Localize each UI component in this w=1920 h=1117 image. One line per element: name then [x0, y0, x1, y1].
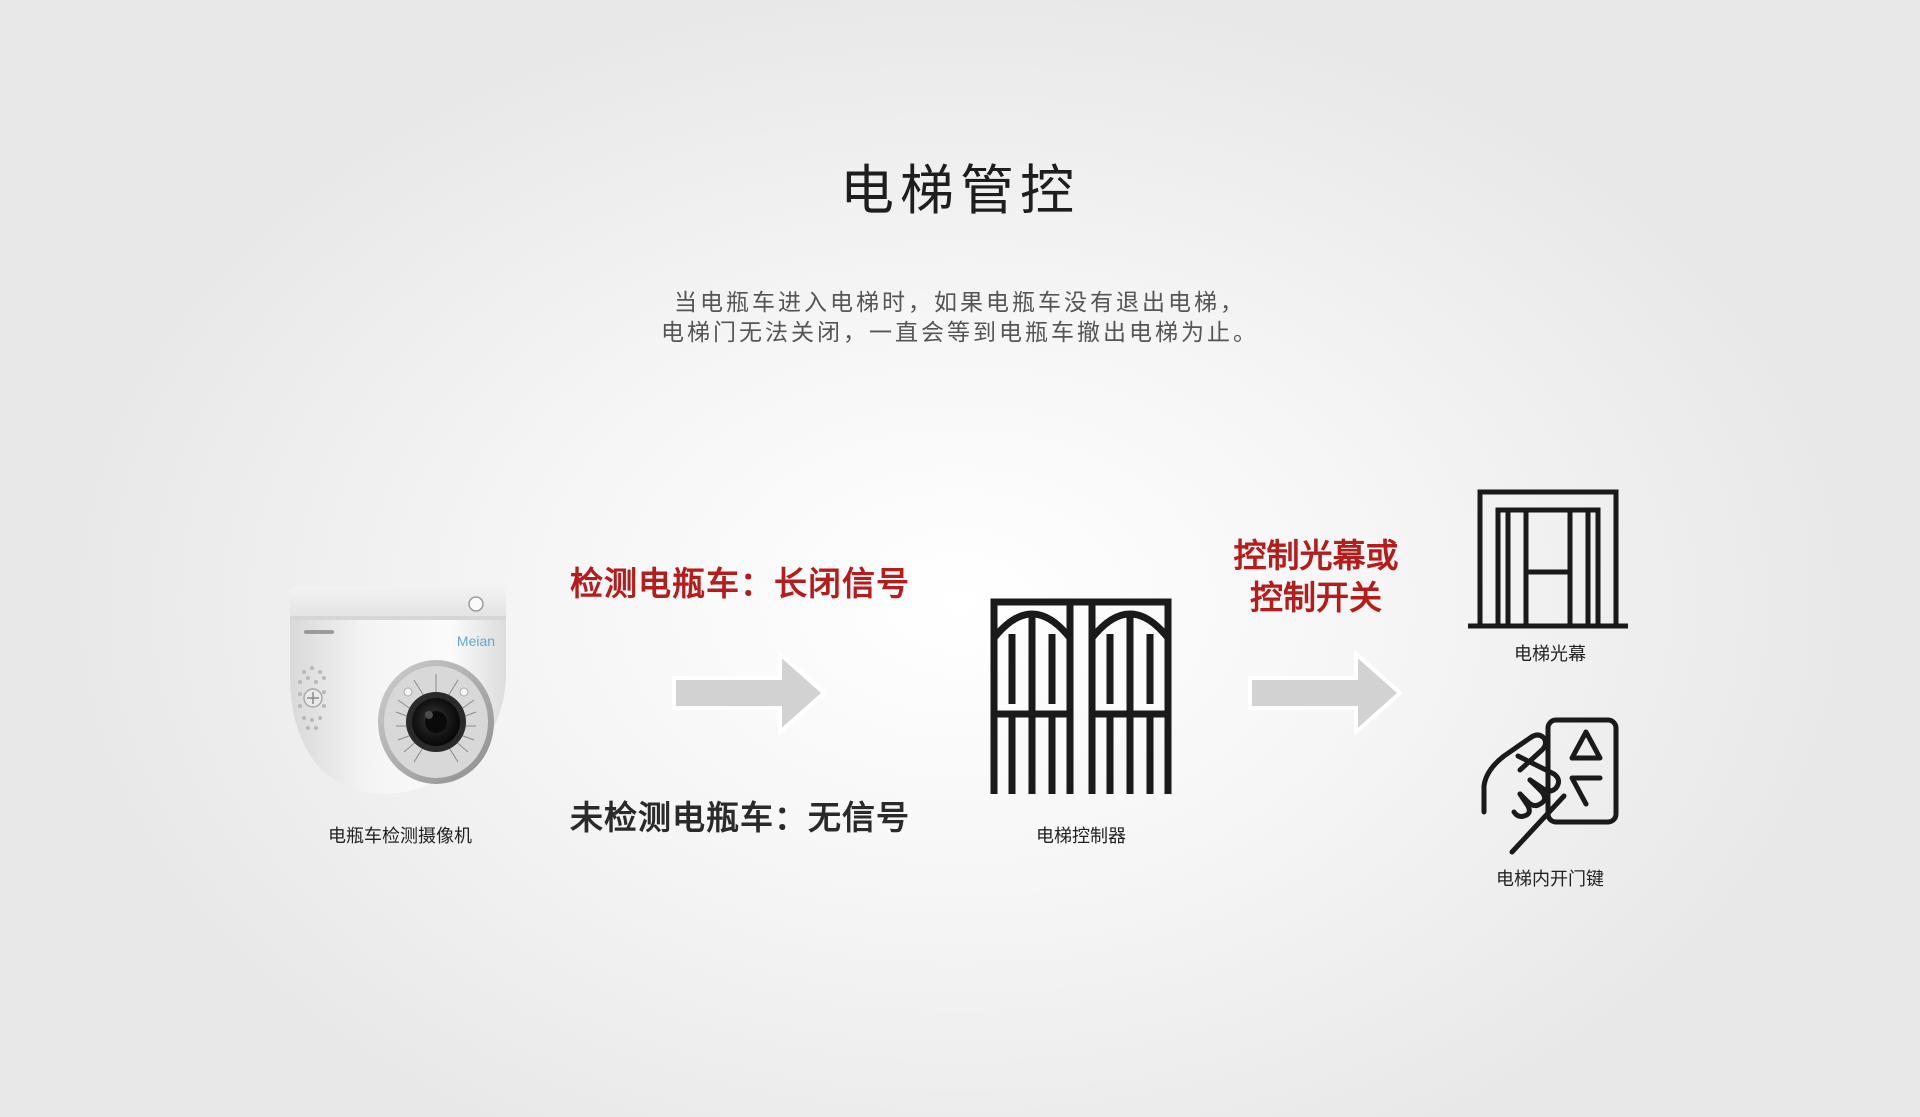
arrow-right-icon [668, 648, 830, 738]
camera-brand-logo: Meian [457, 633, 495, 649]
dome-camera-image: Meian [286, 580, 510, 804]
signal-detected-label: 检测电瓶车：长闭信号 [570, 564, 910, 603]
camera-caption: 电瓶车检测摄像机 [328, 826, 472, 847]
description-line-2: 电梯门无法关闭，一直会等到电瓶车撤出电梯为止。 [661, 320, 1259, 346]
open-button-caption: 电梯内开门键 [1496, 869, 1604, 890]
description-line-1: 当电瓶车进入电梯时，如果电瓶车没有退出电梯， [674, 290, 1246, 316]
control-action-line-2: 控制开关 [1250, 578, 1382, 617]
door-open-button-icon [1481, 716, 1622, 856]
description: 当电瓶车进入电梯时，如果电瓶车没有退出电梯， 电梯门无法关闭，一直会等到电瓶车撤… [0, 288, 1920, 348]
control-action-line-1: 控制光幕或 [1233, 536, 1399, 575]
elevator-controller-icon [988, 594, 1174, 794]
controller-caption: 电梯控制器 [1036, 826, 1126, 847]
arrow-right-icon [1244, 648, 1406, 738]
signal-not-detected-label: 未检测电瓶车：无信号 [570, 798, 910, 837]
page-title: 电梯管控 [840, 159, 1080, 222]
control-action-label: 控制光幕或 控制开关 [1196, 535, 1436, 619]
elevator-light-curtain-icon [1468, 488, 1628, 629]
light-curtain-caption: 电梯光幕 [1514, 644, 1586, 665]
